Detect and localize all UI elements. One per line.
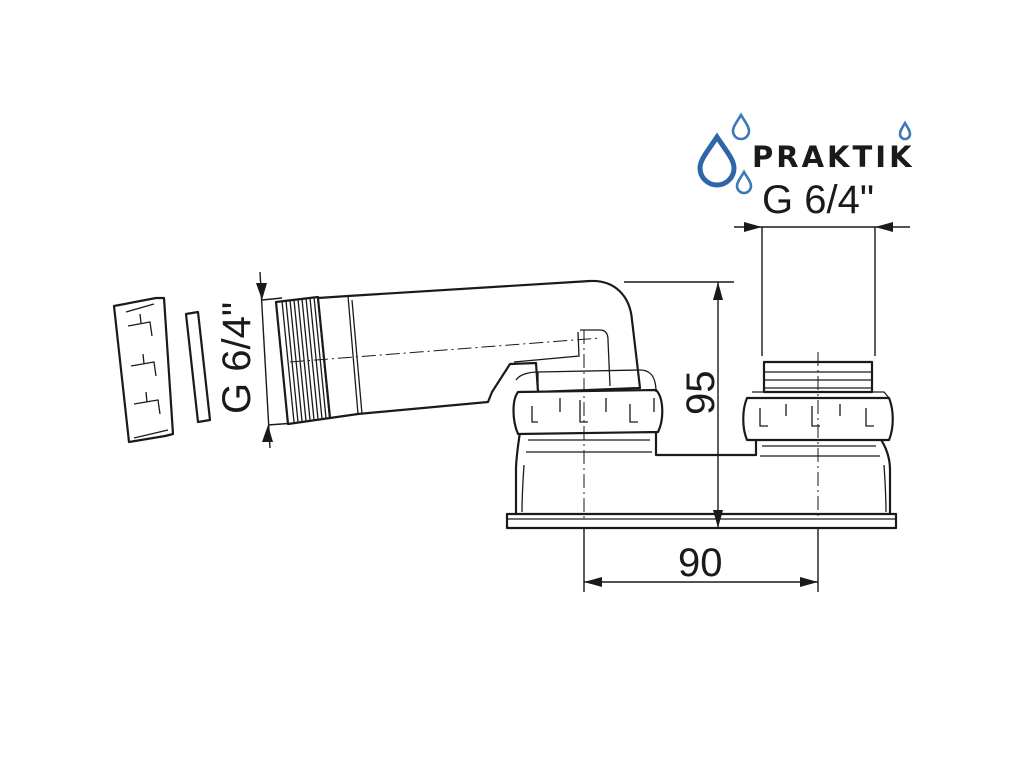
side-thread-dimension: G 6/4"	[215, 271, 296, 449]
left-union-nut	[512, 369, 664, 436]
height-label: 95	[679, 371, 723, 416]
loose-union-nut	[112, 296, 175, 444]
width-dimension: 90	[583, 528, 819, 592]
gasket-ring	[184, 310, 212, 424]
top-thread-dimension: G 6/4"	[734, 178, 910, 356]
base-flange	[505, 512, 898, 530]
brand-name: PRAKTIK	[752, 140, 915, 174]
top-thread-label: G 6/4"	[762, 178, 874, 222]
width-label: 90	[678, 541, 723, 585]
side-thread-label: G 6/4"	[215, 302, 259, 414]
angled-drain-pipe	[289, 279, 642, 420]
brand-logo: PRAKTIK	[697, 112, 915, 195]
water-drops-icon	[697, 112, 912, 195]
height-dimension: 95	[624, 281, 734, 528]
trap-base-body	[514, 430, 892, 517]
